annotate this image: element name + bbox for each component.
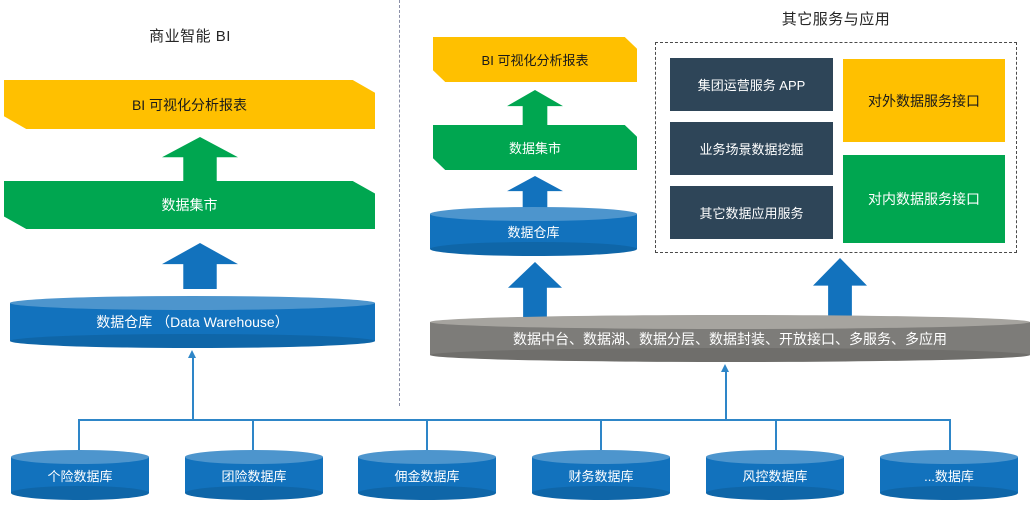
left-data-mart-label: 数据集市 bbox=[161, 197, 218, 213]
cylinder-top bbox=[532, 450, 670, 464]
left-data-warehouse-cylinder[interactable]: 数据仓库 （Data Warehouse） bbox=[10, 296, 375, 348]
left-section-title: 商业智能 BI bbox=[149, 28, 231, 45]
left-arrow-mart-to-report bbox=[162, 137, 238, 181]
source-db-riser-5 bbox=[949, 419, 951, 450]
left-arrow-warehouse-to-mart bbox=[162, 243, 238, 289]
source-db-riser-3 bbox=[600, 419, 602, 450]
external-data-interface-box[interactable]: 对外数据服务接口 bbox=[843, 59, 1005, 142]
mid-data-mart-ribbon[interactable]: 数据集市 bbox=[433, 125, 637, 170]
internal-data-interface-label: 对内数据服务接口 bbox=[868, 191, 980, 207]
source-db-label-3: 财务数据库 bbox=[568, 468, 634, 484]
mid-data-warehouse-label: 数据仓库 bbox=[507, 225, 560, 240]
cylinder-bottom bbox=[10, 334, 375, 348]
source-db-cylinder-5[interactable]: ...数据库 bbox=[880, 450, 1018, 500]
internal-data-interface-box[interactable]: 对内数据服务接口 bbox=[843, 155, 1005, 243]
source-db-riser-4 bbox=[775, 419, 777, 450]
service-app-label-2: 其它数据应用服务 bbox=[699, 206, 804, 221]
cylinder-top bbox=[10, 296, 375, 310]
arrow-platform-to-services-panel bbox=[813, 258, 867, 318]
cylinder-bottom bbox=[11, 486, 149, 500]
data-platform-label: 数据中台、数据湖、数据分层、数据封装、开放接口、多服务、多应用 bbox=[513, 330, 947, 347]
source-db-label-4: 风控数据库 bbox=[742, 468, 808, 484]
connector-bus-to-platform bbox=[725, 372, 727, 420]
service-app-box-0[interactable]: 集团运营服务 APP bbox=[670, 58, 833, 111]
cylinder-bottom bbox=[880, 486, 1018, 500]
cylinder-bottom bbox=[532, 486, 670, 500]
source-db-label-1: 团险数据库 bbox=[221, 468, 287, 484]
source-db-cylinder-1[interactable]: 团险数据库 bbox=[185, 450, 323, 500]
data-platform-bar[interactable]: 数据中台、数据湖、数据分层、数据封装、开放接口、多服务、多应用 bbox=[430, 315, 1030, 362]
mid-bi-report-ribbon[interactable]: BI 可视化分析报表 bbox=[433, 37, 637, 82]
source-db-cylinder-0[interactable]: 个险数据库 bbox=[11, 450, 149, 500]
cylinder-top bbox=[430, 207, 637, 221]
left-bi-report-ribbon[interactable]: BI 可视化分析报表 bbox=[4, 80, 375, 129]
source-db-cylinder-3[interactable]: 财务数据库 bbox=[532, 450, 670, 500]
source-db-bus-line bbox=[78, 419, 950, 421]
right-section-title: 其它服务与应用 bbox=[781, 11, 891, 28]
cylinder-top bbox=[358, 450, 496, 464]
mid-data-warehouse-cylinder[interactable]: 数据仓库 bbox=[430, 207, 637, 256]
source-db-cylinder-4[interactable]: 风控数据库 bbox=[706, 450, 844, 500]
services-panel bbox=[655, 42, 1017, 253]
cylinder-top bbox=[11, 450, 149, 464]
service-app-label-1: 业务场景数据挖掘 bbox=[699, 142, 804, 157]
left-bi-report-label: BI 可视化分析报表 bbox=[131, 96, 248, 113]
connector-arrowhead-left-warehouse bbox=[188, 350, 196, 358]
source-db-riser-0 bbox=[78, 419, 80, 450]
left-data-warehouse-label: 数据仓库 （Data Warehouse） bbox=[96, 314, 289, 330]
mid-arrow-mart-to-report bbox=[507, 90, 563, 125]
cylinder-bottom bbox=[430, 242, 637, 256]
cylinder-bottom bbox=[430, 348, 1030, 362]
cylinder-top bbox=[185, 450, 323, 464]
cylinder-top bbox=[880, 450, 1018, 464]
source-db-riser-2 bbox=[426, 419, 428, 450]
left-data-mart-ribbon[interactable]: 数据集市 bbox=[4, 181, 375, 229]
source-db-label-5: ...数据库 bbox=[924, 468, 974, 484]
vertical-divider bbox=[399, 0, 400, 406]
cylinder-bottom bbox=[706, 486, 844, 500]
mid-data-mart-label: 数据集市 bbox=[508, 141, 561, 156]
mid-arrow-warehouse-to-mart bbox=[507, 176, 563, 209]
source-db-label-2: 佣金数据库 bbox=[394, 468, 460, 484]
service-app-box-1[interactable]: 业务场景数据挖掘 bbox=[670, 122, 833, 175]
connector-arrowhead-platform bbox=[721, 364, 729, 372]
cylinder-top bbox=[706, 450, 844, 464]
source-db-label-0: 个险数据库 bbox=[47, 468, 113, 484]
cylinder-top bbox=[430, 315, 1030, 329]
source-db-riser-1 bbox=[252, 419, 254, 450]
connector-bus-to-left-warehouse bbox=[192, 358, 194, 420]
cylinder-bottom bbox=[185, 486, 323, 500]
cylinder-bottom bbox=[358, 486, 496, 500]
external-data-interface-label: 对外数据服务接口 bbox=[868, 92, 980, 109]
arrow-platform-to-mid-warehouse bbox=[508, 262, 562, 318]
service-app-box-2[interactable]: 其它数据应用服务 bbox=[670, 186, 833, 239]
source-db-cylinder-2[interactable]: 佣金数据库 bbox=[358, 450, 496, 500]
mid-bi-report-label: BI 可视化分析报表 bbox=[481, 53, 589, 68]
service-app-label-0: 集团运营服务 APP bbox=[697, 78, 806, 93]
